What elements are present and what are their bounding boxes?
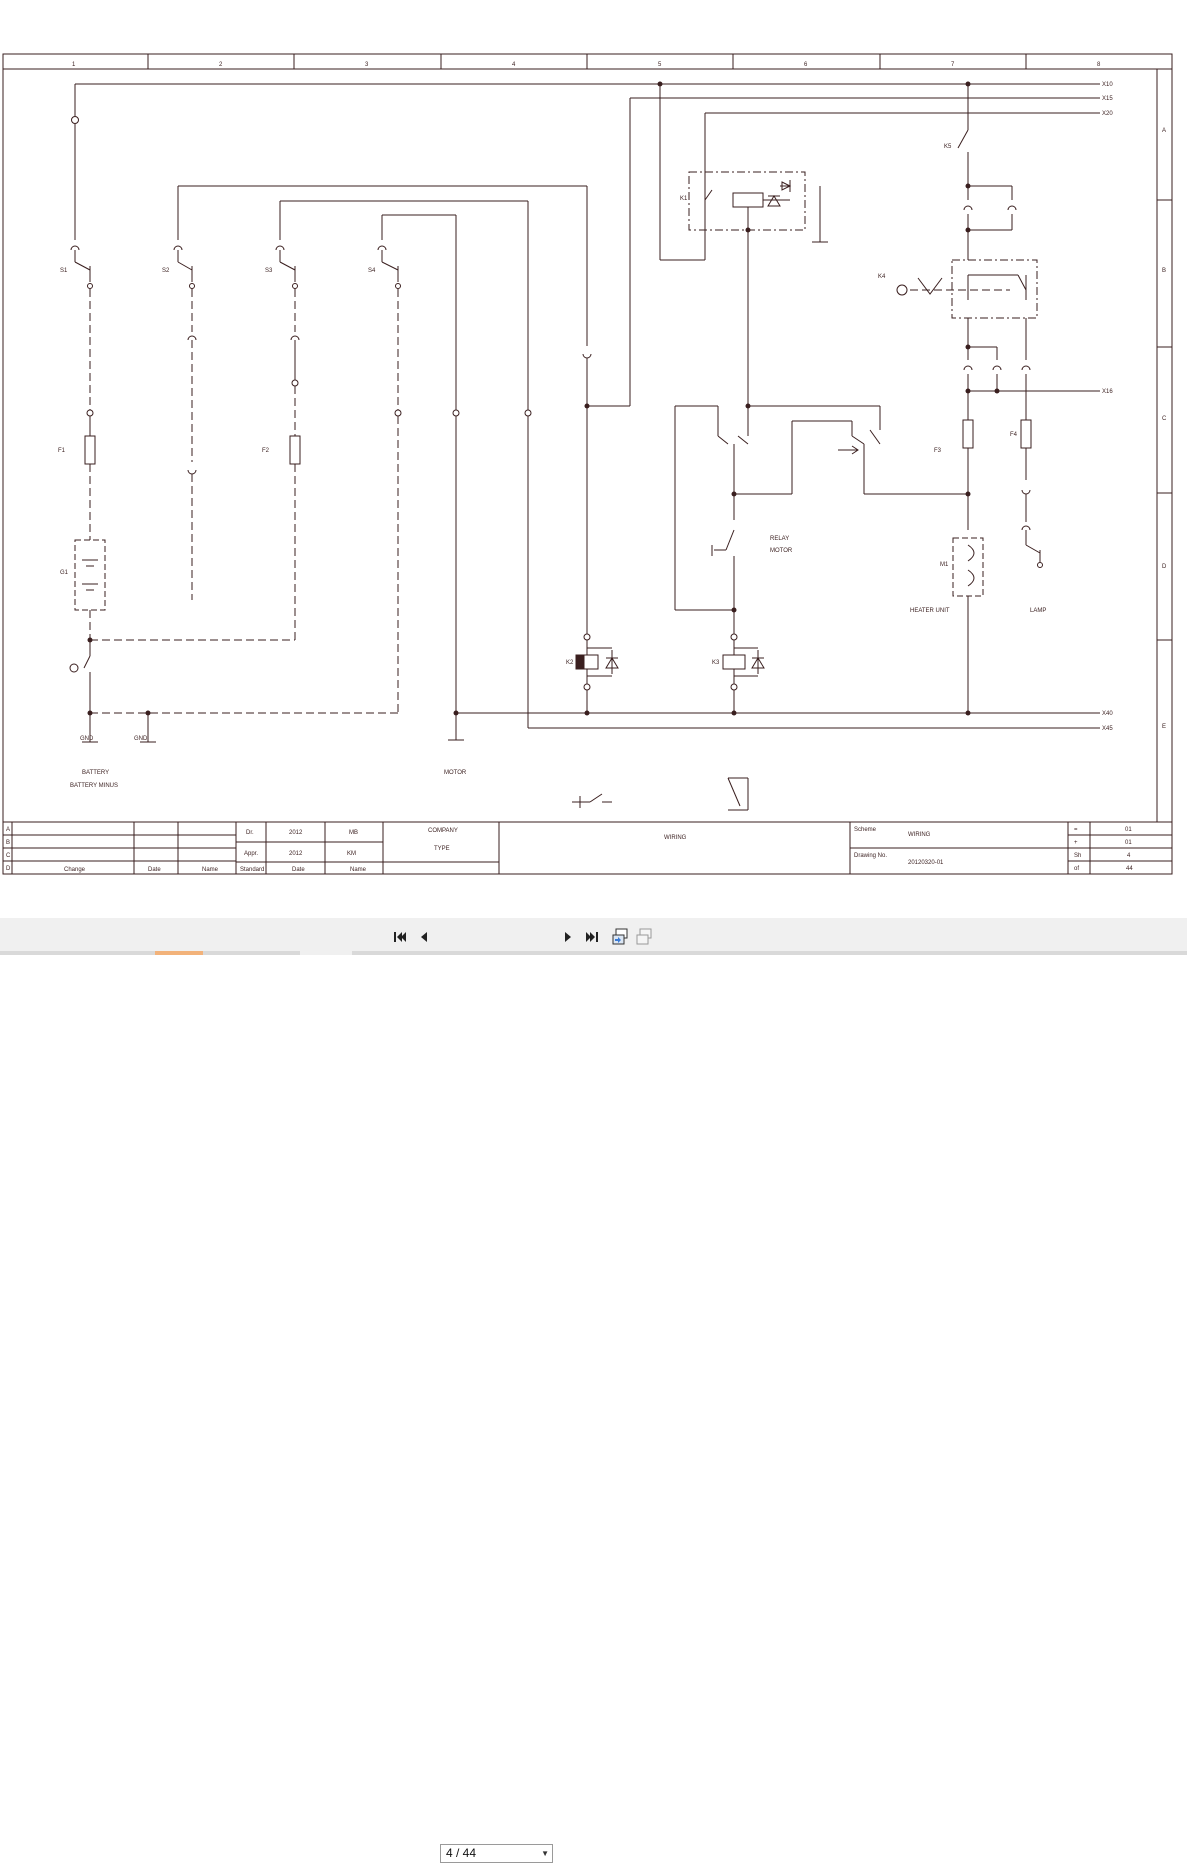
caption-relay-note-sub: MOTOR — [770, 548, 793, 554]
rev-row: D — [6, 866, 11, 872]
rev-row: C — [6, 853, 11, 859]
column-marker: 6 — [804, 62, 808, 68]
drawn-date: 2012 — [289, 830, 303, 836]
last-page-button[interactable] — [582, 927, 602, 947]
relay-label-k4: K4 — [878, 274, 886, 280]
standard-label: Standard — [240, 867, 264, 873]
column-marker: 5 — [658, 62, 662, 68]
relay-label-k5: K5 — [944, 144, 952, 150]
switch-label-s4: S4 — [368, 268, 376, 274]
date-label: Date — [292, 867, 305, 873]
caption-heater: HEATER UNIT — [910, 608, 950, 614]
sheet-cell-value: 01 — [1125, 827, 1132, 833]
electrical-schematic-sheet: 1 2 3 4 5 6 7 8 A B C D E X10 X15 X20 X1… — [2, 53, 1173, 875]
status-strip — [0, 951, 155, 955]
fuse-label-f1: F1 — [58, 448, 66, 454]
next-page-button[interactable] — [558, 927, 578, 947]
row-marker: B — [1162, 268, 1166, 274]
caption-lamp: LAMP — [1030, 608, 1046, 614]
column-marker: 7 — [951, 62, 955, 68]
drawn-name: MB — [349, 830, 358, 836]
pdf-navigation-toolbar: 4 / 44 ▼ — [0, 918, 1187, 1863]
page-number-input[interactable]: 4 / 44 ▼ — [440, 1844, 553, 1863]
rail-label: X40 — [1102, 711, 1113, 717]
column-marker: 2 — [219, 62, 223, 68]
rev-header-date: Date — [148, 867, 161, 873]
column-marker: 8 — [1097, 62, 1101, 68]
motor-label-m1: M1 — [940, 562, 949, 568]
scheme-label: Scheme — [854, 827, 877, 833]
status-strip — [203, 951, 300, 955]
sheet-cell-label: Sh — [1074, 853, 1081, 859]
rail-label: X45 — [1102, 726, 1113, 732]
approved-name: KM — [347, 851, 356, 857]
drawing-number-label: Drawing No. — [854, 853, 887, 859]
drawing-number-value: 20120320-01 — [908, 860, 944, 866]
caption-ground-1: GND — [80, 736, 94, 742]
name-label: Name — [350, 867, 367, 873]
rev-row: A — [6, 827, 10, 833]
relay-label-k3: K3 — [712, 660, 720, 666]
rev-header-change: Change — [64, 867, 86, 873]
column-marker: 4 — [512, 62, 516, 68]
caption-battery-sub: BATTERY MINUS — [70, 783, 118, 789]
sheet-cell-value: 01 — [1125, 840, 1132, 846]
switch-label-s3: S3 — [265, 268, 273, 274]
continuous-view-icon — [612, 928, 628, 945]
document-viewport[interactable]: 1 2 3 4 5 6 7 8 A B C D E X10 X15 X20 X1… — [0, 0, 1187, 919]
rail-label: X20 — [1102, 111, 1113, 117]
switch-label-s2: S2 — [162, 268, 170, 274]
first-page-icon — [394, 932, 406, 942]
row-marker: D — [1162, 564, 1167, 570]
fuse-label-f3: F3 — [934, 448, 942, 454]
battery-label-g1: G1 — [60, 570, 69, 576]
row-marker: E — [1162, 724, 1166, 730]
scheme-value: WIRING — [908, 832, 931, 838]
drawn-label: Dr. — [246, 830, 254, 836]
switch-label-s1: S1 — [60, 268, 68, 274]
single-view-button[interactable] — [634, 927, 654, 947]
column-marker: 1 — [72, 62, 76, 68]
first-page-button[interactable] — [390, 927, 410, 947]
sheet-cell-label: + — [1074, 840, 1078, 846]
company-line-2: TYPE — [434, 846, 450, 852]
relay-label-k2: K2 — [566, 660, 574, 666]
status-strip-accent — [155, 951, 203, 955]
chevron-down-icon: ▼ — [541, 1849, 549, 1858]
row-marker: A — [1162, 128, 1166, 134]
sheet-title: WIRING — [664, 835, 687, 841]
caption-ground-2: GND — [134, 736, 148, 742]
sheet-cell-label: = — [1074, 827, 1078, 833]
rev-header-name: Name — [202, 867, 219, 873]
previous-page-button[interactable] — [414, 927, 434, 947]
legend-symbols — [572, 777, 749, 811]
company-line-1: COMPANY — [428, 828, 458, 834]
caption-battery: BATTERY — [82, 770, 109, 776]
fuse-label-f2: F2 — [262, 448, 270, 454]
status-strip — [352, 951, 1187, 955]
title-block — [3, 822, 1172, 874]
last-page-icon — [586, 932, 598, 942]
sheet-cell-value: 4 — [1127, 853, 1131, 859]
caption-motor: MOTOR — [444, 770, 467, 776]
continuous-view-button[interactable] — [610, 927, 630, 947]
approved-date: 2012 — [289, 851, 303, 857]
sheet-cell-value: 44 — [1126, 866, 1133, 872]
rail-label: X10 — [1102, 82, 1113, 88]
page-indicator: 4 / 44 — [446, 1846, 477, 1860]
rail-label: X15 — [1102, 96, 1113, 102]
rev-row: B — [6, 840, 10, 846]
row-marker: C — [1162, 416, 1167, 422]
previous-page-icon — [421, 932, 427, 942]
rail-label: X16 — [1102, 389, 1113, 395]
column-marker: 3 — [365, 62, 369, 68]
single-view-icon — [636, 928, 652, 945]
relay-label-k1: K1 — [680, 196, 688, 202]
fuse-label-f4: F4 — [1010, 432, 1018, 438]
next-page-icon — [565, 932, 571, 942]
approved-label: Appr. — [244, 851, 258, 857]
sheet-cell-label: of — [1074, 866, 1079, 872]
caption-relay-note: RELAY — [770, 536, 789, 542]
